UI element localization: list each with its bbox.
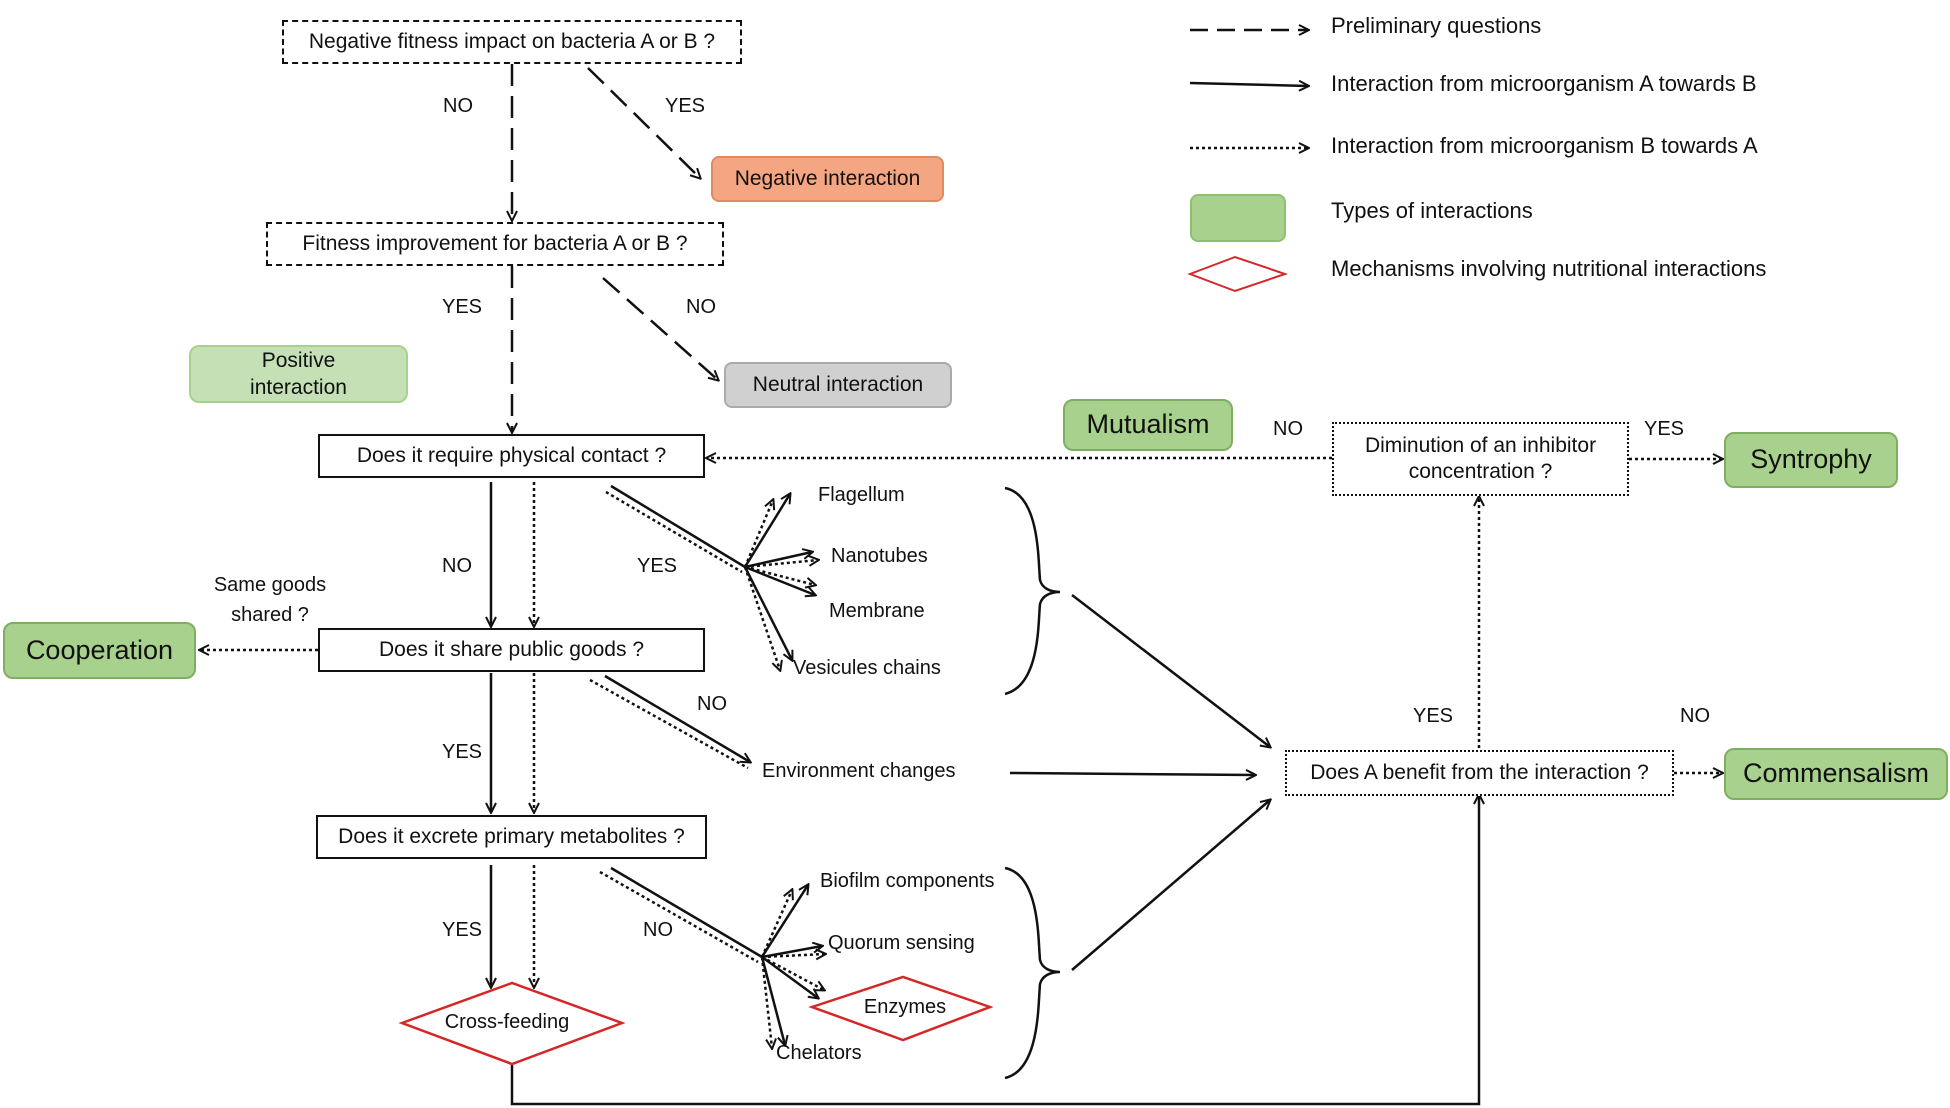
arrow-membrane-ba <box>744 565 815 585</box>
question-negative-fitness: Negative fitness impact on bacteria A or… <box>282 20 742 64</box>
cross-feeding-diamond <box>398 981 626 1066</box>
outcome-cooperation: Cooperation <box>3 622 196 679</box>
arrow-vesicules-ab <box>743 566 792 660</box>
arrow-enzymes-ab <box>761 955 818 998</box>
outcome-mutualism: Mutualism <box>1063 399 1233 451</box>
contact-item-nanotubes: Nanotubes <box>831 545 928 567</box>
label-same-goods: Same goods shared ? <box>213 574 327 626</box>
outcome-commensalism: Commensalism <box>1724 748 1948 800</box>
arrow-env-to-benefit <box>1009 773 1255 775</box>
answer-yes-inhibitor: YES <box>1644 418 1685 440</box>
arrow-nanotubes-ab <box>744 552 812 569</box>
answer-yes-contact: YES <box>637 555 678 577</box>
legend-diamond <box>1187 255 1289 293</box>
legend-types-label: Types of interactions <box>1331 198 1533 223</box>
outcome-neutral-interaction: Neutral interaction <box>724 362 952 408</box>
legend-solid-arrow <box>1189 83 1308 86</box>
arrow-quorum-ba <box>761 954 825 957</box>
contact-item-vesicules-chains: Vesicules chains <box>793 657 941 679</box>
brace-secondary <box>1004 866 1061 1080</box>
legend-green-swatch <box>1190 194 1286 242</box>
question-inhibitor: Diminution of an inhibitor concentration… <box>1332 422 1629 496</box>
answer-yes-benefit: YES <box>1413 705 1454 727</box>
arrow-biofilm-ab <box>760 885 808 958</box>
arrow-vesicules-ba <box>743 566 780 670</box>
arrow-flagellum-ab <box>743 494 790 568</box>
arrow-contact-to-benefit <box>1071 594 1270 747</box>
outcome-negative-interaction: Negative interaction <box>711 156 944 202</box>
connector-line <box>599 870 759 964</box>
answer-yes-metabolites: YES <box>442 919 483 941</box>
secondary-item-biofilm: Biofilm components <box>820 870 995 892</box>
question-public-goods: Does it share public goods ? <box>318 628 705 672</box>
outcome-positive-interaction: Positive interaction <box>189 345 408 403</box>
arrow-nanotubes-ba <box>744 560 818 569</box>
question-fitness-improvement: Fitness improvement for bacteria A or B … <box>266 222 724 266</box>
enzymes-diamond <box>808 975 994 1042</box>
environment-changes: Environment changes <box>762 760 956 782</box>
legend-a-to-b-label: Interaction from microorganism A towards… <box>1331 71 1757 96</box>
arrow-environment-ba <box>589 678 749 770</box>
arrow-crossfeeding-to-benefit <box>510 795 1479 1106</box>
answer-no-benefit: NO <box>1680 705 1710 727</box>
legend-b-to-a-label: Interaction from microorganism B towards… <box>1331 133 1758 158</box>
arrow-environment-ab <box>604 674 750 762</box>
arrow-flagellum-ba <box>743 500 773 568</box>
connector-line <box>605 490 743 574</box>
connector-line <box>610 484 746 569</box>
arrow-secondary-to-benefit <box>1071 800 1270 971</box>
legend-preliminary-label: Preliminary questions <box>1331 13 1542 38</box>
answer-no-metabolites: NO <box>643 919 673 941</box>
arrow-enzymes-ba <box>761 955 824 990</box>
connector-line <box>610 866 763 959</box>
arrow-quorum-ab <box>761 946 822 959</box>
question-physical-contact: Does it require physical contact ? <box>318 434 705 478</box>
answer-no-inhibitor: NO <box>1273 418 1303 440</box>
answer-no-fitness: NO <box>686 296 716 318</box>
arrow-chelators-ab <box>760 956 785 1045</box>
contact-item-membrane: Membrane <box>829 600 925 622</box>
secondary-item-quorum: Quorum sensing <box>828 932 975 954</box>
question-primary-metabolites: Does it excrete primary metabolites ? <box>316 815 707 859</box>
arrow-fit-no <box>602 277 718 380</box>
arrow-biofilm-ba <box>760 890 792 958</box>
answer-yes-fitness: YES <box>442 296 483 318</box>
answer-no-goods: NO <box>697 693 727 715</box>
answer-yes-negative: YES <box>665 95 706 117</box>
arrow-neg-yes <box>587 67 700 178</box>
contact-item-flagellum: Flagellum <box>818 484 905 506</box>
answer-yes-goods: YES <box>442 741 483 763</box>
arrow-membrane-ab <box>744 565 815 595</box>
mechanism-cross-feeding: Cross-feeding <box>444 1011 570 1033</box>
brace-contact <box>1004 486 1061 696</box>
outcome-syntrophy: Syntrophy <box>1724 432 1898 488</box>
question-a-benefit: Does A benefit from the interaction ? <box>1285 750 1674 796</box>
mechanism-enzymes: Enzymes <box>863 996 947 1018</box>
answer-no-negative: NO <box>443 95 473 117</box>
secondary-item-chelators: Chelators <box>776 1042 862 1064</box>
legend-mechanisms-label: Mechanisms involving nutritional interac… <box>1331 256 1767 281</box>
arrow-chelators-ba <box>760 956 772 1048</box>
answer-no-contact: NO <box>442 555 472 577</box>
